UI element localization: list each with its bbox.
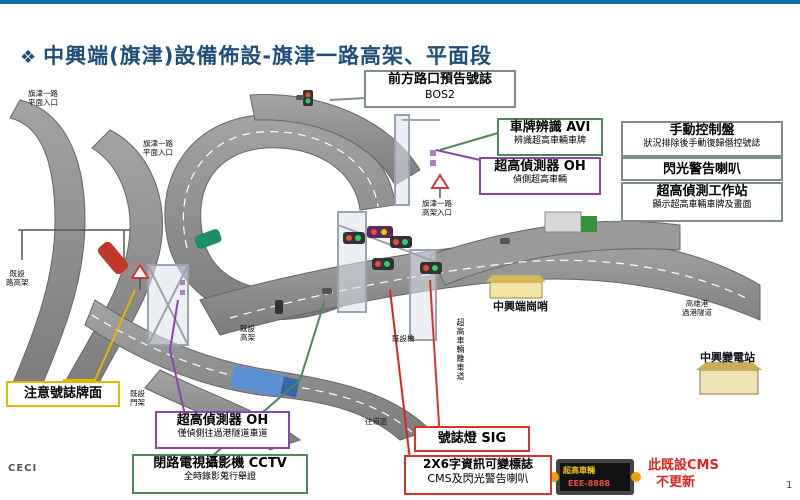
label-qijin-left-1: 旗津一路 bbox=[28, 89, 58, 98]
callout-avi: 車牌辨識 AVI 辨識超高車輛車牌 bbox=[497, 118, 603, 156]
oh-sensor-markers bbox=[180, 150, 436, 295]
callout-oh-bottom-title: 超高偵測器 OH bbox=[176, 413, 269, 428]
callout-oh-top-sub: 偵側超高車輛 bbox=[512, 175, 567, 186]
callout-avi-title: 車牌辨識 AVI bbox=[509, 120, 591, 135]
page-title: ❖中興端(旗津)設備佈設-旗津一路高架、平面段 bbox=[20, 40, 492, 70]
label-existing-gantry: 既設門架 bbox=[130, 389, 145, 407]
callout-cms-title: 2X6字資訊可變標誌 bbox=[423, 457, 533, 471]
warning-sign-left bbox=[130, 263, 150, 290]
cms-display-line1: 超高車輛 bbox=[563, 466, 595, 475]
lane-line-loop bbox=[182, 131, 379, 249]
road-right-branch bbox=[429, 220, 681, 286]
callout-oh-top-title: 超高偵測器 OH bbox=[494, 159, 586, 174]
signal-light-cluster bbox=[275, 90, 442, 314]
callout-manual-panel-title: 手動控制盤 bbox=[669, 123, 735, 138]
callout-manual-panel-sub: 狀況排除後手動復歸僭控號誌 bbox=[643, 139, 761, 150]
page-title-text: 中興端(旗津)設備佈設-旗津一路高架、平面段 bbox=[43, 44, 493, 68]
note-line2: 不更新 bbox=[656, 474, 696, 490]
page-number: 1 bbox=[786, 480, 793, 491]
label-elevated-mid-2: 高架 bbox=[240, 332, 255, 342]
left-pylon bbox=[18, 229, 130, 260]
label-tunnel-2: 過港隧道 bbox=[682, 307, 712, 317]
label-qijin-left: 旗津一路平面入口 bbox=[28, 89, 58, 107]
label-qijin-elevated-1: 旗津一路 bbox=[422, 199, 452, 208]
callout-cms-sub: CMS及閃光警告喇叭 bbox=[427, 472, 529, 485]
road-main bbox=[199, 237, 761, 336]
gantry-top bbox=[394, 114, 440, 206]
label-elevated-left-2: 路高架 bbox=[6, 277, 29, 287]
blue-truck bbox=[230, 365, 300, 398]
label-elevated-mid: 既設高架 bbox=[240, 324, 255, 342]
warning-sign-right bbox=[430, 173, 450, 198]
lane-line-main bbox=[229, 259, 751, 319]
label-existing-gantry-1: 既設 bbox=[130, 389, 145, 398]
callout-avi-sub: 辨識超高車輛車牌 bbox=[513, 136, 586, 147]
gantry-left bbox=[147, 264, 189, 346]
label-tunnel-1: 高雄港 bbox=[685, 299, 709, 308]
label-qijin-mid: 旗津一路平面入口 bbox=[143, 139, 173, 157]
substation-building bbox=[696, 362, 762, 395]
callout-cctv: 閉路電視攝影機 CCTV 全時錄影蒐行舉證 bbox=[132, 454, 308, 494]
callout-cms: 2X6字資訊可變標誌 CMS及閃光警告喇叭 bbox=[404, 455, 552, 495]
cms-sign-image bbox=[549, 459, 641, 495]
cms-no-update-note: 此既設CMS 不更新 bbox=[648, 458, 719, 492]
callout-oh-top: 超高偵測器 OH 偵側超高車輛 bbox=[479, 157, 601, 195]
label-elevated-left: 既設路高架 bbox=[6, 269, 29, 287]
label-existing-bridge: 既設橋 bbox=[392, 334, 415, 343]
callout-flash-horn: 閃光警告喇叭 bbox=[621, 157, 783, 181]
ceci-logo: CECI bbox=[8, 463, 38, 474]
callout-oh-bottom: 超高偵測器 OH 僅偵側往過港隧道車道 bbox=[155, 411, 290, 449]
label-qijin-mid-1: 旗津一路 bbox=[143, 139, 173, 148]
callout-oh-bottom-sub: 僅偵側往過港隧道車道 bbox=[177, 429, 268, 440]
callout-workstation-title: 超高偵測工作站 bbox=[656, 184, 748, 199]
label-substation: 中興變電站 bbox=[700, 351, 755, 364]
callout-manual-panel: 手動控制盤 狀況排除後手動復歸僭控號誌 bbox=[621, 121, 783, 157]
label-qijin-mid-2: 平面入口 bbox=[143, 147, 173, 157]
callout-bos2-sub: BOS2 bbox=[425, 88, 455, 102]
cctv-cameras bbox=[296, 95, 510, 294]
callout-workstation-sub: 顯示超高車輛車牌及畫面 bbox=[652, 200, 752, 211]
note-line1: 此既設CMS bbox=[648, 458, 719, 473]
label-guard-post: 中興端崗哨 bbox=[493, 300, 548, 313]
label-elevated-left-1: 既設 bbox=[9, 269, 25, 278]
label-over-lane: 超高車輛離車道 bbox=[456, 318, 465, 381]
label-existing-gantry-2: 門架 bbox=[130, 397, 145, 407]
callout-cctv-sub: 全時錄影蒐行舉證 bbox=[183, 472, 256, 483]
callout-bos2: 前方路口預告號誌 BOS2 bbox=[364, 70, 516, 108]
label-qijin-elevated-2: 高架入口 bbox=[422, 207, 452, 217]
callout-cctv-title: 閉路電視攝影機 CCTV bbox=[153, 456, 287, 471]
callout-bos2-title: 前方路口預告號誌 bbox=[387, 72, 492, 87]
callout-warning-sign: 注意號誌牌面 bbox=[6, 381, 120, 407]
callout-sig: 號誌燈 SIG bbox=[414, 426, 530, 452]
label-qijin-elevated: 旗津一路高架入口 bbox=[422, 199, 452, 217]
green-truck bbox=[544, 211, 597, 233]
cms-display-line2: EEE-8888 bbox=[568, 479, 610, 488]
label-to-guard: 往道區 bbox=[365, 417, 388, 426]
label-elevated-mid-1: 既設 bbox=[240, 324, 255, 333]
callout-sig-title: 號誌燈 SIG bbox=[437, 431, 507, 446]
guard-post bbox=[486, 275, 546, 299]
callout-warning-sign-title: 注意號誌牌面 bbox=[23, 386, 102, 401]
diamond-bullet-icon: ❖ bbox=[20, 47, 38, 68]
callout-flash-horn-title: 閃光警告喇叭 bbox=[662, 162, 741, 177]
label-qijin-left-2: 平面入口 bbox=[28, 97, 58, 107]
callout-workstation: 超高偵測工作站 顯示超高車輛車牌及畫面 bbox=[621, 182, 783, 222]
red-car bbox=[97, 241, 129, 275]
green-car bbox=[194, 229, 222, 249]
label-tunnel: 高雄港過港隧道 bbox=[682, 299, 712, 317]
header-bar bbox=[0, 0, 800, 4]
